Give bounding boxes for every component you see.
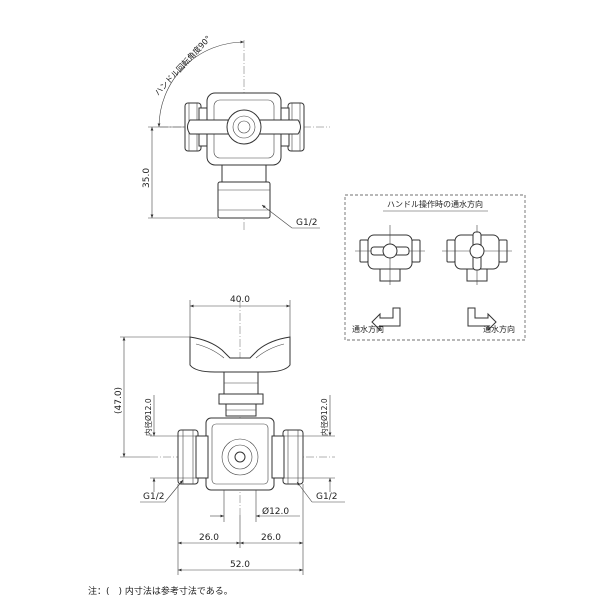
dim-total: 52.0 xyxy=(230,560,250,570)
rotation-angle-label: ハンドル回転角度90° xyxy=(152,33,213,97)
inner-dia-left: 内径Ø12.0 xyxy=(143,398,153,436)
front-left-port xyxy=(177,429,209,485)
inset-left-flow-label: 通水方向 xyxy=(352,324,384,334)
top-bottom-port xyxy=(217,164,271,219)
front-view: 40.0 (47.0) 内径Ø12.0 内径Ø12.0 G1/2 G1/2 Ø1… xyxy=(114,295,345,575)
dim-height-35: 35.0 xyxy=(142,168,152,188)
flow-direction-inset: ハンドル操作時の通水方向 通水方向 xyxy=(344,194,526,341)
top-view: ハンドル回転角度90° xyxy=(142,33,330,230)
dim-top-width: 40.0 xyxy=(230,295,250,305)
front-thread-left: G1/2 xyxy=(143,492,164,502)
inset-left-flow-arrow xyxy=(371,307,401,332)
inner-dia-right: 内径Ø12.0 xyxy=(319,398,329,436)
inset-right-flow-label: 通水方向 xyxy=(483,324,515,334)
top-stem-circle xyxy=(226,109,262,145)
inset-right-flow-arrow xyxy=(467,307,497,332)
rotation-angle-arc xyxy=(157,40,245,128)
inset-title: ハンドル操作時の通水方向 xyxy=(387,199,483,209)
top-handle xyxy=(187,119,233,135)
dim-height-ref: (47.0) xyxy=(114,387,124,414)
inset-right-valve xyxy=(442,225,512,285)
inset-left-valve xyxy=(355,225,425,285)
front-thread-right: G1/2 xyxy=(316,492,337,502)
dia-bottom: Ø12.0 xyxy=(262,506,289,517)
dim-left-half: 26.0 xyxy=(199,533,219,543)
dim-right-half: 26.0 xyxy=(261,533,281,543)
footnote: 注：( ) 内寸法は参考寸法である。 xyxy=(88,585,233,597)
front-right-port xyxy=(271,429,304,485)
top-thread-label: G1/2 xyxy=(296,218,317,228)
